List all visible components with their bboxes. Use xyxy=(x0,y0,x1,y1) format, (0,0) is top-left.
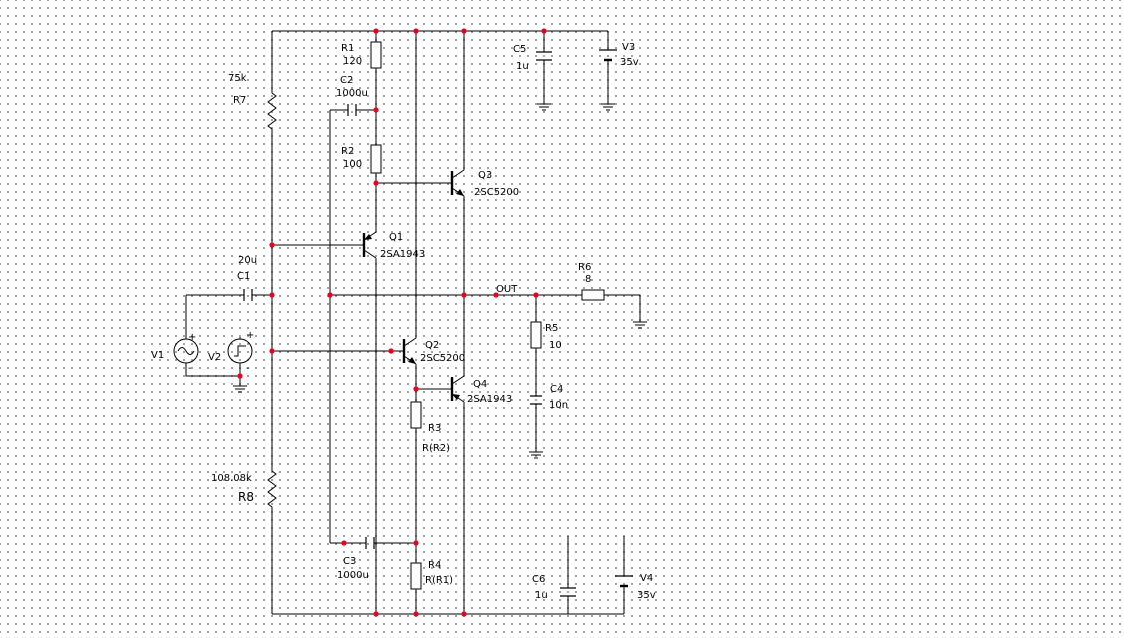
c2-value: 1000u xyxy=(336,88,368,99)
q3-value: 2SC5200 xyxy=(474,187,519,198)
capacitor-c5 xyxy=(536,51,552,61)
v1-minus: - xyxy=(188,363,192,374)
resistor-r7 xyxy=(267,92,277,130)
battery-v4 xyxy=(615,575,633,588)
q2-value: 2SC5200 xyxy=(420,353,465,364)
r3-ref: R3 xyxy=(428,423,441,434)
capacitor-c1 xyxy=(243,289,253,301)
transistor-q1 xyxy=(362,231,377,259)
q4-value: 2SA1943 xyxy=(467,394,512,405)
q2-ref: Q2 xyxy=(425,340,439,351)
c1-ref: C1 xyxy=(237,271,250,282)
v4-value: 35v xyxy=(637,590,656,601)
capacitor-c6 xyxy=(560,587,576,597)
v1-ref: V1 xyxy=(151,350,164,361)
r6-value: 8 xyxy=(585,274,591,285)
r2-ref: R2 xyxy=(341,146,354,157)
resistor-r1 xyxy=(370,41,382,69)
v2-plus: + xyxy=(246,330,254,341)
q4-ref: Q4 xyxy=(473,379,487,390)
resistor-r2 xyxy=(370,144,382,174)
c1-value: 20u xyxy=(238,255,257,266)
ground-symbols xyxy=(233,103,647,459)
r4-value: R(R1) xyxy=(425,575,453,586)
component-labels: R1 120 C2 1000u R2 100 75k R7 C5 1u V3 3… xyxy=(151,42,656,601)
resistor-r4 xyxy=(410,562,422,590)
c2-ref: C2 xyxy=(340,75,353,86)
r5-value: 10 xyxy=(549,340,562,351)
capacitor-c3 xyxy=(365,537,375,549)
r6-ref: R6 xyxy=(578,262,591,273)
q3-ref: Q3 xyxy=(478,170,492,181)
transistor-q2 xyxy=(402,337,417,365)
resistor-r3 xyxy=(410,401,422,429)
resistor-r8 xyxy=(267,470,277,508)
r7-value: 75k xyxy=(228,73,247,84)
v1-plus: + xyxy=(188,332,196,343)
r1-ref: R1 xyxy=(341,43,354,54)
r8-value: 108.08k xyxy=(211,473,252,484)
junction-dots xyxy=(237,28,547,617)
c4-ref: C4 xyxy=(550,384,563,395)
r8-ref: R8 xyxy=(238,490,254,504)
r1-value: 120 xyxy=(343,56,362,67)
c6-value: 1u xyxy=(535,590,548,601)
q1-value: 2SA1943 xyxy=(380,249,425,260)
c5-ref: C5 xyxy=(513,44,526,55)
v4-ref: V4 xyxy=(640,573,653,584)
c5-value: 1u xyxy=(516,61,529,72)
r2-value: 100 xyxy=(343,159,362,170)
r5-ref: R5 xyxy=(545,323,558,334)
transistor-q3 xyxy=(450,169,465,197)
net-label-out: OUT xyxy=(496,284,518,295)
pulse-source-v2 xyxy=(227,338,253,364)
r7-ref: R7 xyxy=(233,95,246,106)
capacitor-c2 xyxy=(347,104,357,116)
ac-source-v1 xyxy=(173,338,199,364)
v2-ref: V2 xyxy=(208,352,221,363)
transistor-q4 xyxy=(450,375,465,403)
v2-minus: - xyxy=(246,363,250,374)
capacitor-c4 xyxy=(530,395,542,405)
resistor-r6 xyxy=(581,289,605,301)
v3-ref: V3 xyxy=(622,42,635,53)
c3-value: 1000u xyxy=(337,570,369,581)
r3-value: R(R2) xyxy=(422,443,450,454)
r4-ref: R4 xyxy=(428,560,441,571)
resistor-r5 xyxy=(530,321,542,349)
c6-ref: C6 xyxy=(532,574,545,585)
v3-value: 35v xyxy=(620,57,639,68)
c4-value: 10n xyxy=(549,400,568,411)
battery-v3 xyxy=(599,49,617,62)
q1-ref: Q1 xyxy=(389,232,403,243)
c3-ref: C3 xyxy=(343,556,356,567)
wires xyxy=(185,30,641,615)
